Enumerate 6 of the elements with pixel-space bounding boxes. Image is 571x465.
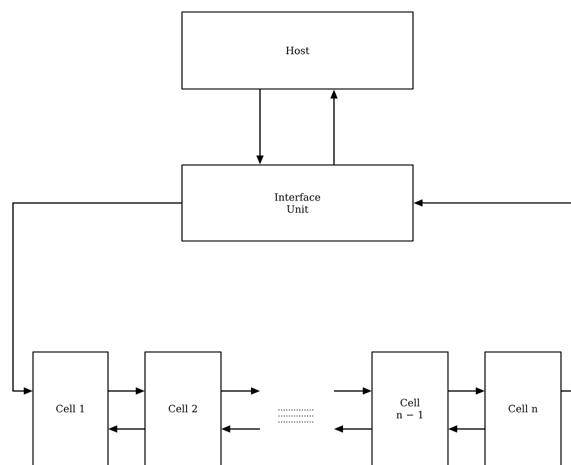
process-box: Host (181, 11, 414, 90)
cell-box: Cell 2 (144, 351, 222, 465)
cell-box: Cell n (484, 351, 562, 465)
process-box: Interface Unit (181, 164, 414, 242)
cell-box: Cell 1 (32, 351, 109, 465)
cell-box: Cell n − 1 (371, 351, 449, 465)
